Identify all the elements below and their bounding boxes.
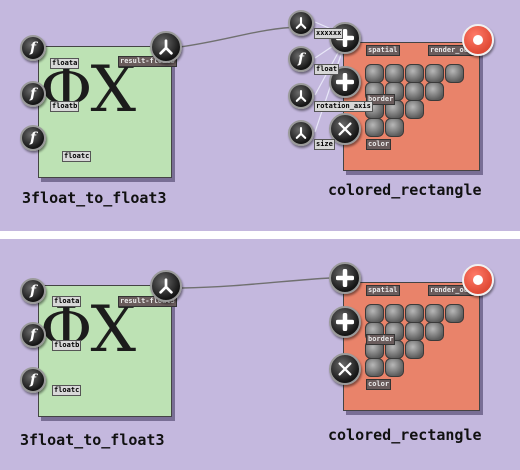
output-port-result-float3[interactable]: [150, 270, 182, 302]
port-label-floatb: floatb: [50, 101, 80, 112]
f-icon: f: [29, 327, 37, 343]
tripod-icon: [159, 278, 173, 294]
x-icon: [338, 362, 352, 376]
port-label-spatial: spatial: [366, 285, 400, 296]
input-port-spatial[interactable]: [329, 262, 361, 294]
port-label-floata: floata: [52, 296, 82, 307]
port-label-floatc: floatc: [62, 151, 92, 162]
f-icon: f: [29, 130, 37, 146]
port-label-border: border: [366, 334, 396, 345]
port-label-color: color: [366, 379, 392, 390]
popup-port-3[interactable]: [288, 83, 314, 109]
f-icon: f: [29, 283, 37, 299]
target-icon: [473, 275, 483, 285]
port-label-result-float3: result-float3: [118, 56, 177, 67]
input-port-floata[interactable]: f: [20, 278, 46, 304]
port-label-result-float3: result-float3: [118, 296, 177, 307]
tripod-icon: [295, 127, 307, 139]
output-port-render-out[interactable]: [462, 24, 494, 56]
input-port-floatb[interactable]: f: [20, 81, 46, 107]
tripod-icon: [159, 39, 173, 55]
output-port-result-float3[interactable]: [150, 31, 182, 63]
f-icon: f: [29, 86, 37, 102]
input-port-floatc[interactable]: f: [20, 367, 46, 393]
tripod-icon: [295, 90, 307, 102]
input-port-floatb[interactable]: f: [20, 322, 46, 348]
input-port-color[interactable]: [329, 353, 361, 385]
panel-divider: [0, 231, 520, 239]
node-graph-panel-top: ΦX f floata f floatb f floatc result-flo…: [0, 0, 520, 230]
port-label-color: color: [366, 139, 392, 150]
f-icon: f: [297, 51, 305, 67]
node-title-colored-rectangle: colored_rectangle: [328, 426, 482, 444]
node-graph-panel-bottom: ΦX f floata f floatb f floatc result-flo…: [0, 240, 520, 470]
target-icon: [473, 35, 483, 45]
popup-port-4[interactable]: [288, 120, 314, 146]
output-port-render-out[interactable]: [462, 264, 494, 296]
popup-port-2[interactable]: f: [288, 46, 314, 72]
popup-port-1[interactable]: [288, 10, 314, 36]
tripod-icon: [295, 17, 307, 29]
node-symbol-phi-chi: ΦX: [40, 293, 136, 367]
node-title-3float-to-float3: 3float_to_float3: [20, 431, 165, 449]
input-port-floatc[interactable]: f: [20, 125, 46, 151]
popup-port-label-3: rotation_axis: [314, 101, 373, 112]
f-icon: f: [29, 40, 37, 56]
popup-port-label-4: size: [314, 139, 335, 150]
popup-port-label-1: xxxxxx: [314, 28, 344, 39]
port-label-border: border: [366, 94, 396, 105]
port-label-floatc: floatc: [52, 385, 82, 396]
node-title-3float-to-float3: 3float_to_float3: [22, 189, 167, 207]
port-label-spatial: spatial: [366, 45, 400, 56]
input-port-floata[interactable]: f: [20, 35, 46, 61]
port-label-floatb: floatb: [52, 340, 82, 351]
popup-port-label-2: float: [314, 64, 340, 75]
input-port-border[interactable]: [329, 306, 361, 338]
f-icon: f: [29, 372, 37, 388]
cross-icon: [336, 73, 354, 91]
cross-icon: [336, 269, 354, 287]
node-title-colored-rectangle: colored_rectangle: [328, 181, 482, 199]
port-label-floata: floata: [50, 58, 80, 69]
x-icon: [338, 122, 352, 136]
cross-icon: [336, 313, 354, 331]
